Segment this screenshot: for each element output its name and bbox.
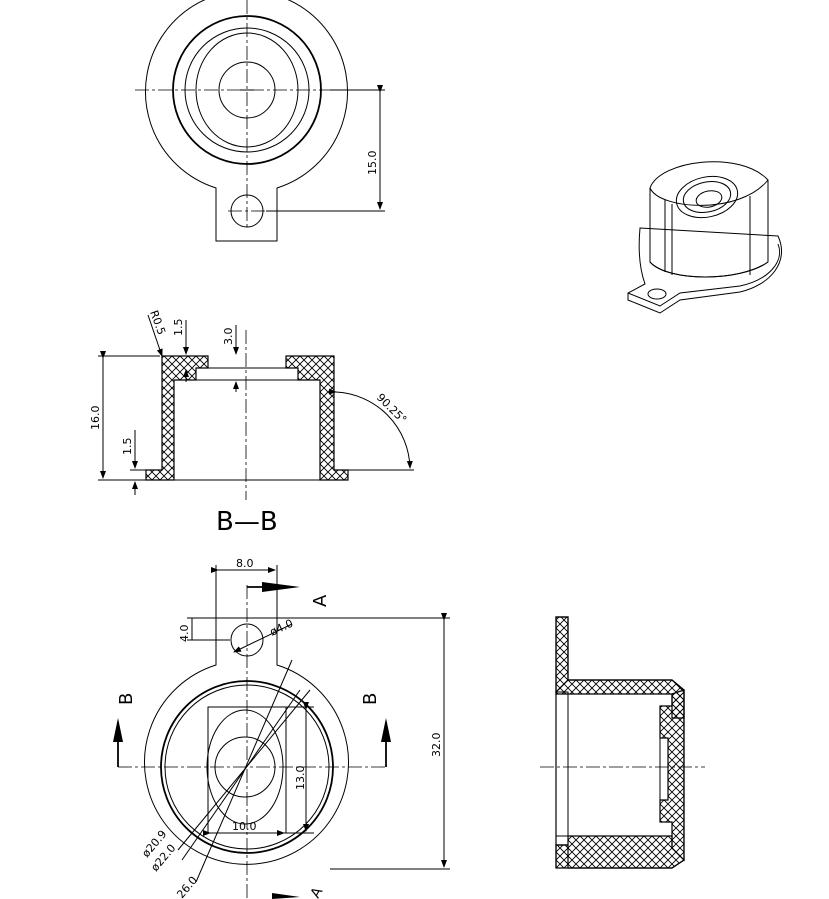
side-section-view [540,616,705,869]
iso-bore-inner [695,190,723,208]
dim-rim-label: 1.5 [172,319,185,337]
iso-top-face [649,179,769,206]
dim-flange-label: 1.5 [121,438,134,456]
top-view-outline [145,0,348,242]
side-end-wall [659,689,685,862]
section-right-wall [285,355,349,481]
iso-flange [627,227,783,314]
dim-tab-width-label: 8.0 [236,557,254,570]
dim-total-label: 32.0 [430,733,443,758]
dim-15-label: 15.0 [366,151,379,176]
side-flange-top [555,616,569,694]
dim-depth-label: 3.0 [222,328,235,346]
section-label: B—B [216,507,278,537]
section-a-bottom-label: A [308,884,327,899]
dim-angle-arc [328,388,413,469]
iso-tab-hole [647,288,667,300]
section-b-right-label: B [360,693,381,705]
side-wall-bottom [555,835,685,869]
section-view: 16.0 1.5 R0.5 1.5 3.0 90.25° B—B [89,309,414,537]
dim-angle-label: 90.25° [374,391,409,426]
bottom-view: B B A A 8.0 4.0 ø4.0 32.0 13.0 10.0 [113,557,450,899]
iso-bore-outer [675,175,739,219]
isometric-view [627,161,783,314]
dim-radius-leader [147,314,163,357]
bottom-view-outline [144,617,349,865]
section-b-left-label: B [116,693,137,705]
dim-inner-width-label: 10.0 [232,820,257,833]
dim-dia-flange-label: 26.0 [174,874,200,899]
section-left-wall [145,355,209,481]
dim-inner-height-label: 13.0 [294,766,307,791]
dim-hole-offset-label: 4.0 [178,625,191,643]
top-view: 15.0 [135,0,385,242]
dim-16-label: 16.0 [89,406,102,431]
section-a-top-label: A [310,594,331,607]
dim-hole-dia-label: ø4.0 [268,617,295,639]
iso-bore-mid [682,181,732,213]
